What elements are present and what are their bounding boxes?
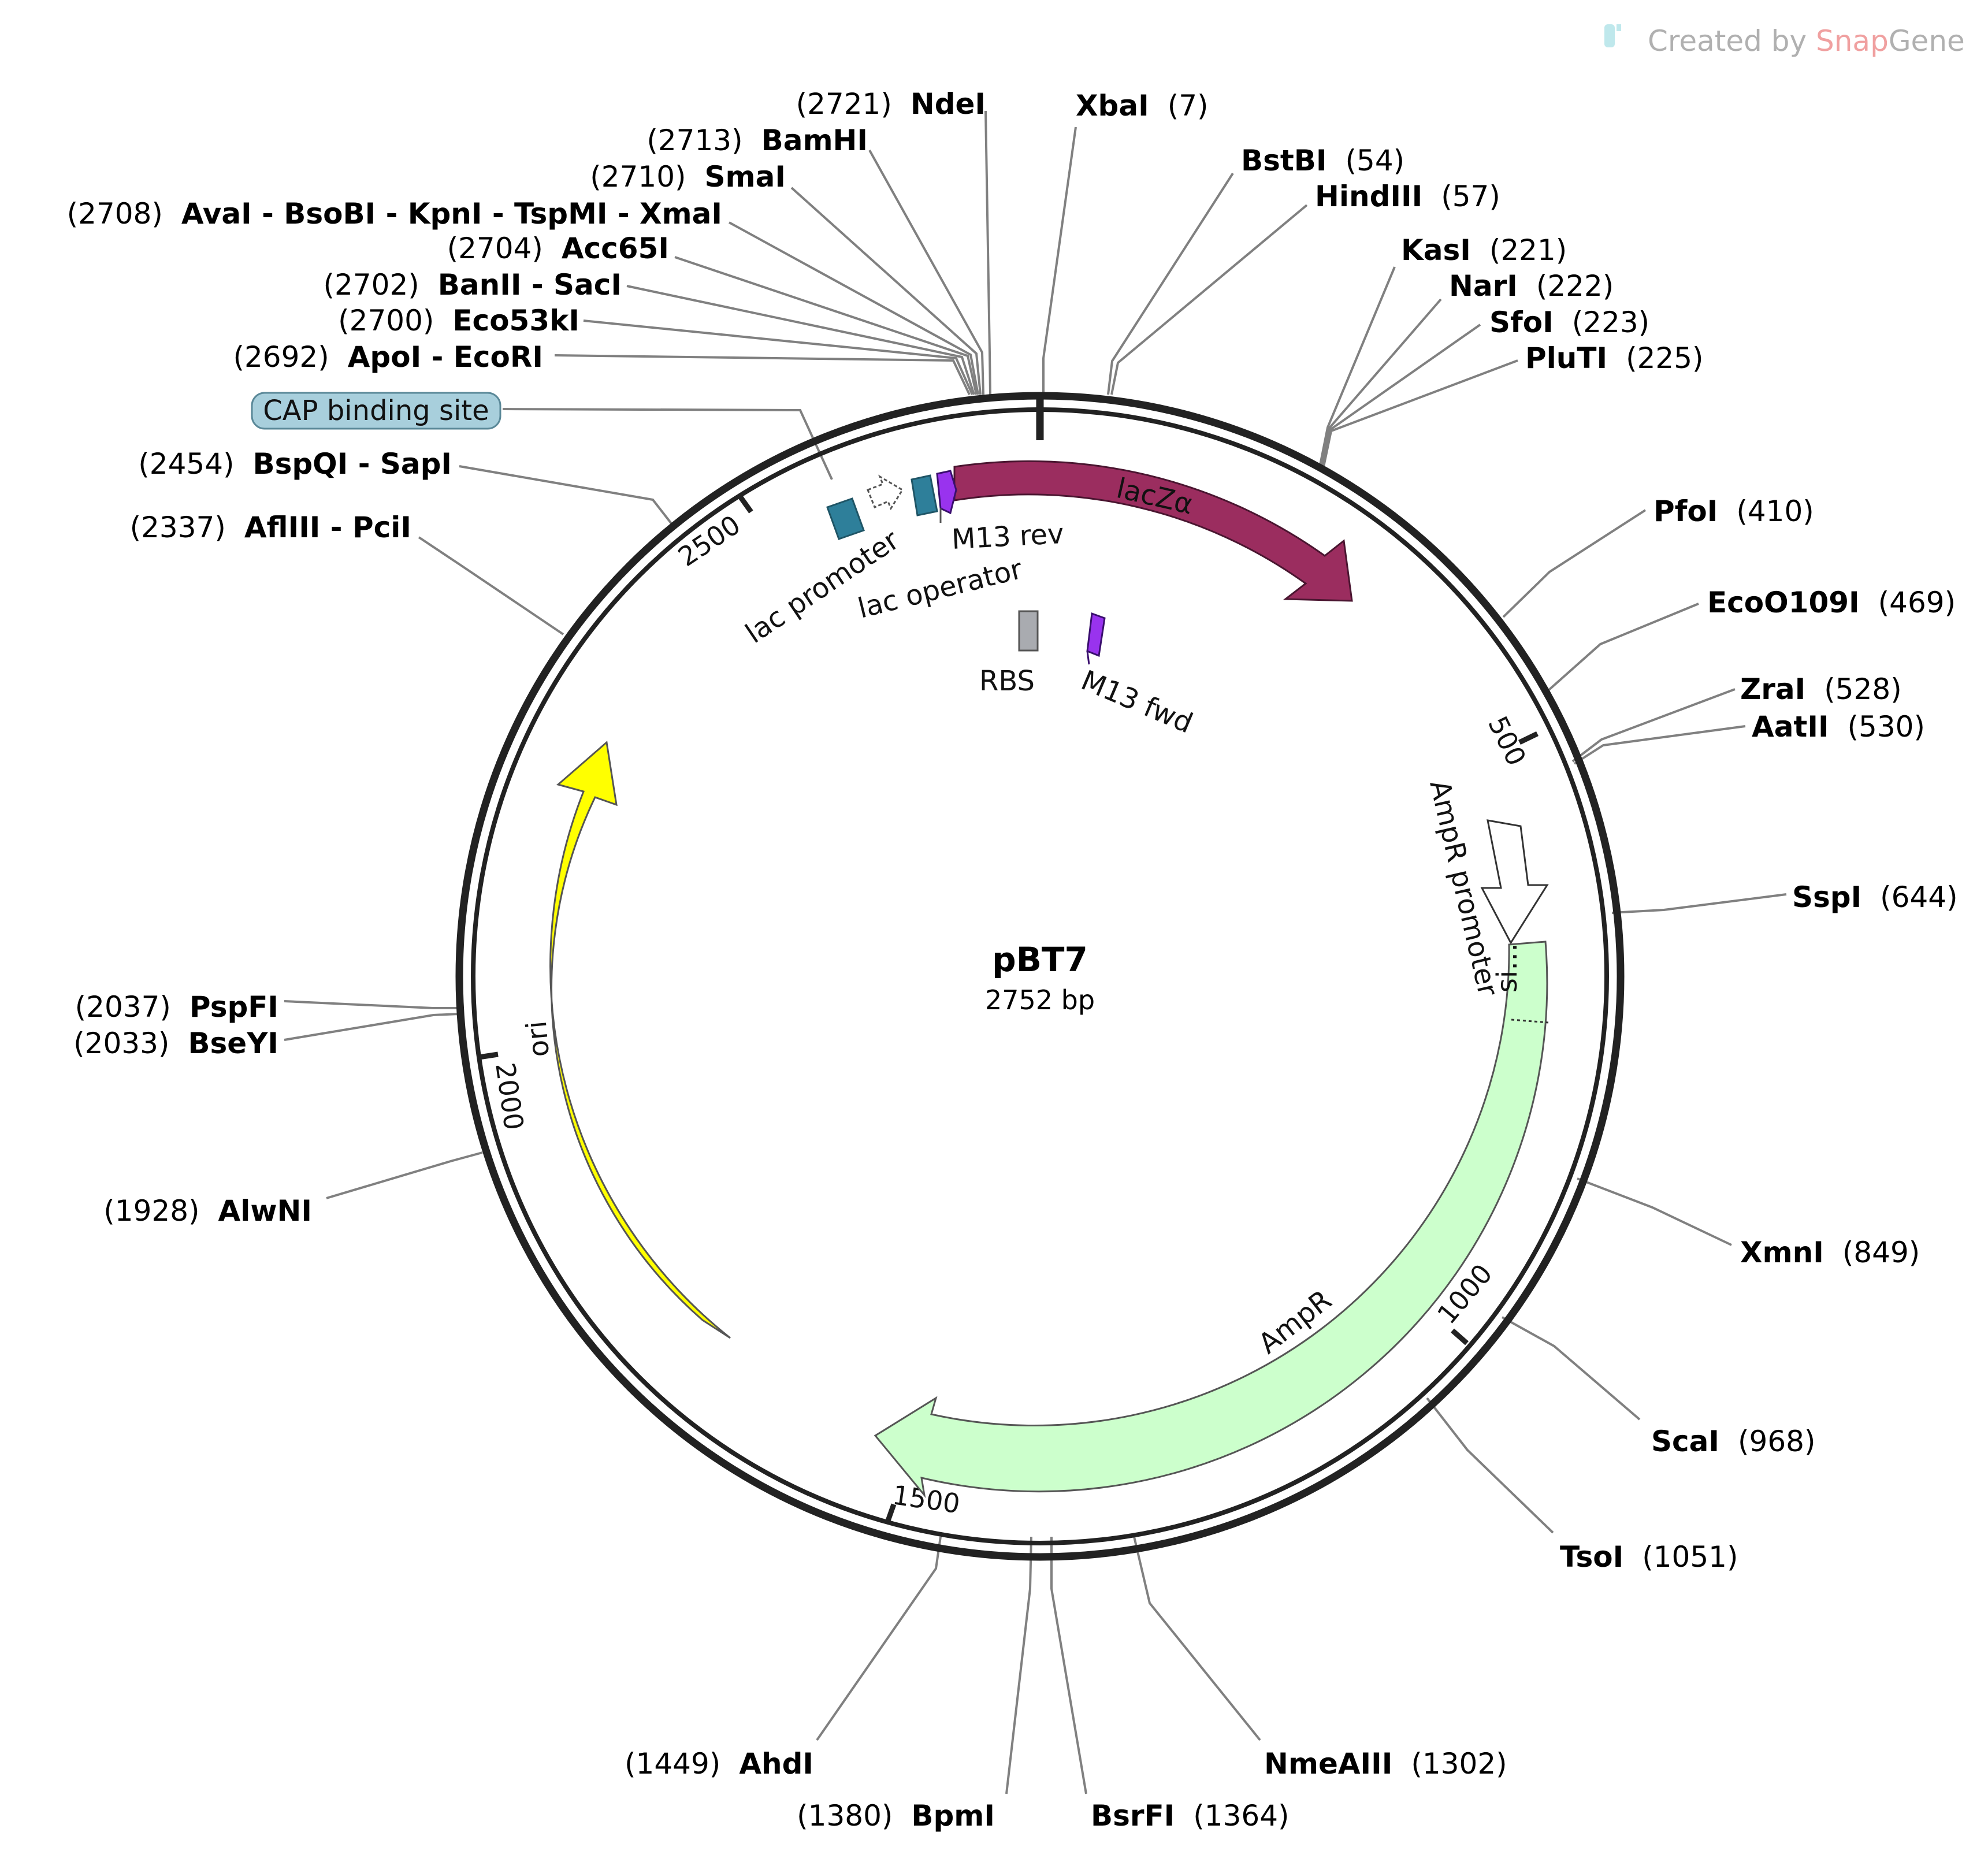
site-label: KasI(221) [1401, 233, 1567, 267]
site-label: (1928)AlwNI [103, 1194, 312, 1228]
site-label: XbaI(7) [1076, 89, 1209, 122]
tick-marks [478, 494, 1539, 1523]
tube-icon [1604, 24, 1621, 47]
site-label: (2704)Acc65I [447, 232, 669, 265]
watermark-prefix: Created by [1648, 24, 1816, 58]
rbs-label: RBS [979, 665, 1035, 697]
site-label: ZraI(528) [1740, 672, 1902, 706]
site-label: (2700)Eco53kI [338, 304, 579, 337]
watermark-brand-b: Gene [1889, 24, 1965, 58]
site-label: (2713)BamHI [646, 124, 868, 157]
snapgene-watermark: Created by SnapGene [1604, 24, 1965, 58]
site-leader-lines [284, 110, 1787, 1794]
site-label: PluTI(225) [1525, 341, 1704, 375]
site-label: EcoO109I(469) [1707, 586, 1956, 619]
site-label: (2708)AvaI - BsoBI - KpnI - TspMI - XmaI [67, 197, 722, 231]
cap-binding-site-tag: CAP binding site [251, 392, 501, 430]
watermark-brand-a: Snap [1816, 24, 1889, 58]
site-label: BstBI(54) [1241, 144, 1404, 177]
svg-text:Created by SnapGene: Created by SnapGene [1648, 24, 1965, 58]
lac-promoter-arrow [867, 474, 904, 511]
site-label: (2692)ApoI - EcoRI [233, 340, 543, 374]
site-label: ScaI(968) [1651, 1425, 1815, 1458]
lacz-label: lacZα [1113, 472, 1196, 521]
site-label: SfoI(223) [1489, 306, 1649, 339]
site-label: SspI(644) [1792, 880, 1958, 914]
m13-rev-marker [936, 470, 957, 515]
signal-peptide-label: si… [1491, 943, 1523, 993]
site-label: (2702)BanII - SacI [324, 268, 622, 302]
site-label: (2033)BseYI [73, 1027, 278, 1060]
site-label: (2037)PspFI [75, 990, 278, 1024]
cap-binding-site-label: CAP binding site [263, 395, 489, 427]
site-label: NarI(222) [1449, 269, 1614, 303]
tick-label-500: 500 [1482, 711, 1532, 771]
cap-binding-block [826, 497, 865, 540]
site-label: AatII(530) [1752, 710, 1925, 744]
site-label: (2710)SmaI [590, 160, 786, 194]
m13-fwd-label: M13 fwd [1076, 664, 1197, 739]
ori-feature: ori [521, 741, 731, 1339]
plasmid-size: 2752 bp [985, 984, 1095, 1016]
site-label: (1380)BpmI [797, 1799, 995, 1833]
site-label: TsoI(1051) [1560, 1540, 1738, 1574]
site-label: (1449)AhdI [625, 1747, 813, 1781]
site-label: PfoI(410) [1653, 495, 1814, 528]
ori-label: ori [521, 1020, 556, 1058]
ampr-feature: si… AmpR [874, 941, 1549, 1499]
site-label: HindIII(57) [1315, 180, 1500, 213]
plasmid-name: pBT7 [992, 940, 1088, 979]
site-label: (2337)AflIII - PciI [130, 511, 411, 544]
tick-label-1500: 1500 [890, 1479, 961, 1519]
rbs-block [1018, 610, 1039, 652]
restriction-site-labels: (2721)NdeI XbaI(7) (2713)BamHI BstBI(54)… [67, 87, 1958, 1833]
lac-region-labels: lac promoter lac operator M13 rev RBS M1… [740, 518, 1197, 740]
site-label: NmeAIII(1302) [1264, 1747, 1507, 1781]
site-label: (2454)BspQI - SapI [138, 447, 452, 481]
lac-region-features [826, 470, 1106, 665]
backbone [455, 392, 1625, 1561]
m13-rev-label: M13 rev [951, 518, 1065, 556]
site-label: BsrFI(1364) [1091, 1799, 1290, 1833]
lac-operator-block [911, 474, 938, 516]
tick-label-2000: 2000 [489, 1061, 530, 1132]
m13-fwd-marker [1086, 612, 1106, 657]
site-label: (2721)NdeI [796, 87, 986, 121]
site-label: XmnI(849) [1740, 1236, 1920, 1269]
